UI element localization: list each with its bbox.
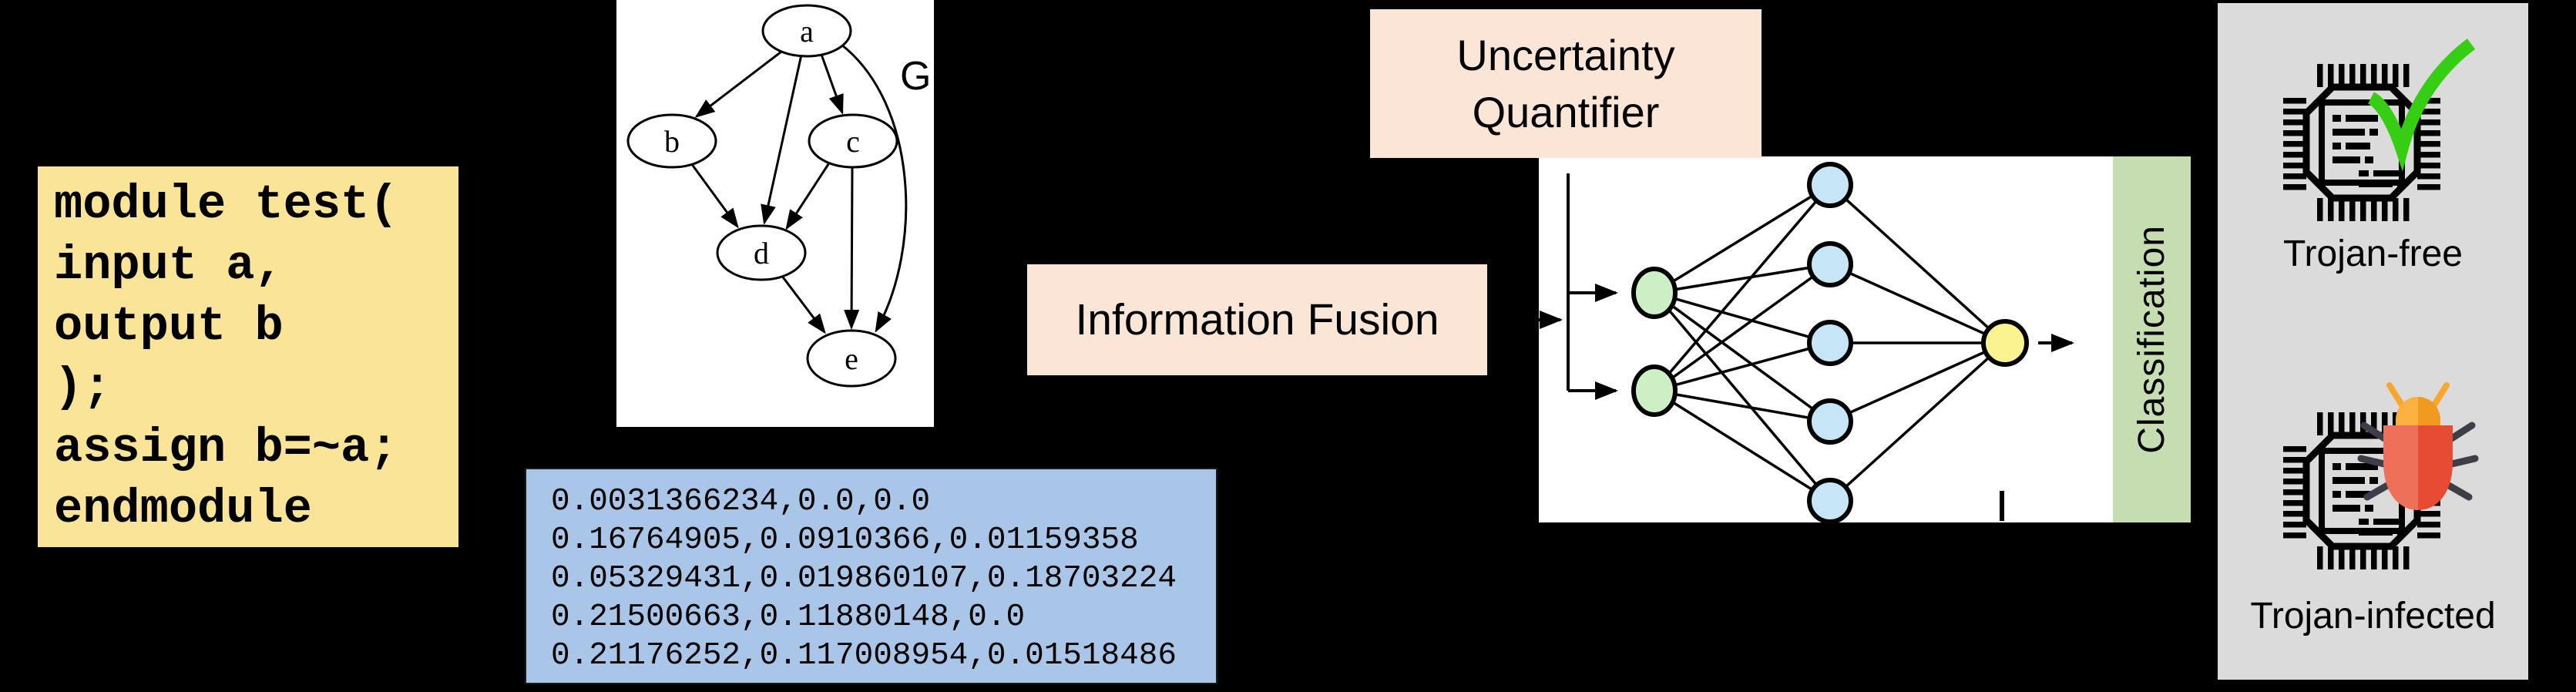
- check-icon: [2367, 39, 2476, 172]
- graph-node-e-label: e: [845, 341, 858, 376]
- graph-edge-b-d: [690, 163, 739, 229]
- graph-node-b: [626, 113, 717, 169]
- graph-node-a: [761, 4, 852, 58]
- graph-title: G: [900, 54, 931, 99]
- feature-line: 0.21500663,0.11880148,0.0: [551, 600, 1026, 635]
- feature-line: 0.0031366234,0.0,0.0: [551, 484, 931, 519]
- nn-hidden-node: [1807, 320, 1853, 366]
- feature-line: 0.16764905,0.0910366,0.01159358: [551, 522, 1139, 558]
- feature-line: 0.05329431,0.019860107,0.18703224: [551, 561, 1177, 596]
- neural-network-panel: Classification: [1539, 156, 2191, 522]
- uncertainty-quantifier-box: Uncertainty Quantifier: [1370, 9, 1762, 158]
- neural-network-svg: [1539, 162, 2074, 522]
- classification-bar: Classification: [2113, 156, 2191, 522]
- verilog-code-block: module test( input a, output b ); assign…: [35, 163, 462, 550]
- information-fusion-box: Information Fusion: [1027, 264, 1487, 375]
- graph-node-c: [808, 113, 898, 169]
- nn-hidden-node: [1807, 162, 1853, 208]
- classification-label: Classification: [2131, 225, 2172, 454]
- graph-node-b-label: b: [664, 124, 680, 159]
- nn-hidden-node: [1807, 241, 1853, 287]
- graph-edge-a-d: [761, 54, 803, 225]
- chip-check-icon: [2283, 39, 2476, 221]
- graph-panel: a b c d e G: [616, 0, 934, 427]
- graph-edge-c-d: [785, 161, 831, 230]
- nn-edges-input-hidden: [1653, 183, 1832, 502]
- nn-hidden-node: [1807, 478, 1853, 522]
- graph-node-c-label: c: [846, 124, 860, 159]
- graph-edge-a-c: [819, 52, 844, 115]
- information-fusion-label: Information Fusion: [1075, 295, 1439, 344]
- graph-edge-a-e: [841, 43, 908, 333]
- nn-input-node: [1631, 364, 1678, 417]
- nn-input-node: [1631, 267, 1678, 319]
- graph-edge-d-e: [780, 274, 826, 334]
- chip-icon: [2283, 64, 2440, 221]
- trojan-infected-label: Trojan-infected: [2250, 596, 2496, 637]
- uncertainty-quantifier-label: Uncertainty Quantifier: [1456, 30, 1675, 136]
- nn-output-node: [1981, 319, 2029, 367]
- graph-edge-c-e: [844, 166, 860, 330]
- chip-bug-icon: [2283, 382, 2479, 569]
- graph-svg: a b c d e G: [626, 4, 931, 388]
- bug-icon: [2357, 382, 2479, 510]
- graph-node-d-label: d: [754, 236, 769, 270]
- results-panel: Trojan-free: [2218, 3, 2528, 680]
- graph-node-a-label: a: [800, 14, 814, 49]
- graph-node-d: [716, 224, 807, 281]
- nn-hidden-node: [1807, 398, 1853, 445]
- nn-edges-hidden-output: [1829, 183, 2007, 502]
- verilog-code-text: module test( input a, output b ); assign…: [54, 177, 398, 536]
- feature-vector-box: 0.0031366234,0.0,0.0 0.16764905,0.091036…: [525, 468, 1217, 684]
- graph-edge-a-b: [694, 48, 785, 118]
- trojan-free-label: Trojan-free: [2283, 233, 2463, 274]
- graph-node-e: [806, 329, 897, 388]
- feature-line: 0.21176252,0.117008954,0.01518486: [551, 638, 1177, 674]
